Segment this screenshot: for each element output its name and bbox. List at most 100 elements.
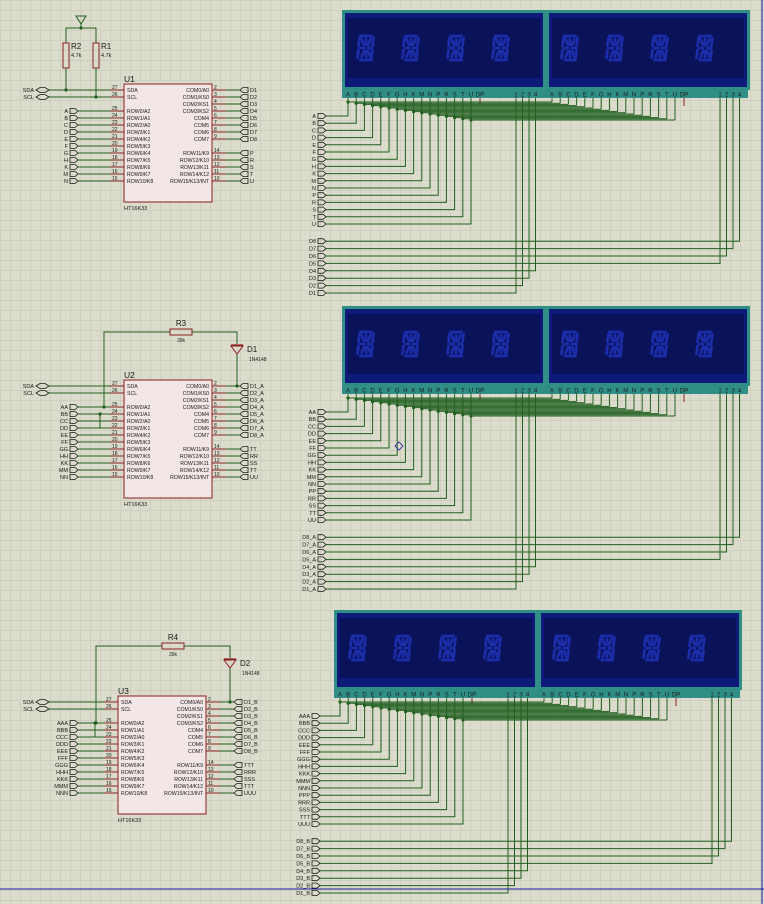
net-terminal[interactable]: SDA — [23, 87, 50, 95]
net-terminal[interactable]: E — [64, 136, 79, 144]
net-terminal[interactable]: D8_A — [239, 432, 264, 440]
net-terminal[interactable]: D5_B — [233, 727, 258, 735]
net-terminal[interactable]: EEE — [57, 748, 79, 756]
net-terminal[interactable]: AA — [61, 404, 79, 412]
net-terminal[interactable]: D5_A — [239, 411, 264, 419]
net-terminal[interactable]: EE — [61, 432, 79, 440]
net-terminal[interactable]: D1 — [239, 87, 257, 95]
net-terminal[interactable]: N — [312, 185, 327, 193]
net-terminal[interactable]: CC — [308, 423, 327, 431]
net-terminal[interactable]: PP — [309, 488, 327, 496]
net-terminal[interactable]: BBB — [299, 720, 321, 728]
net-terminal[interactable]: B — [64, 115, 79, 123]
net-terminal[interactable]: D1_A — [302, 586, 327, 594]
net-terminal[interactable]: RRR — [298, 799, 321, 807]
net-terminal[interactable]: SSS — [299, 806, 321, 814]
net-terminal[interactable]: PPP — [299, 792, 321, 800]
net-terminal[interactable]: SCL — [23, 390, 50, 398]
net-terminal[interactable]: CCC — [56, 734, 79, 742]
net-terminal[interactable]: KK — [309, 466, 327, 474]
net-terminal[interactable]: D2 — [309, 282, 327, 290]
net-terminal[interactable]: FFF — [58, 755, 79, 763]
net-terminal[interactable]: TTT — [233, 783, 255, 791]
net-terminal[interactable]: GGG — [55, 762, 79, 770]
net-terminal[interactable]: D5_B — [296, 860, 321, 868]
net-terminal[interactable]: MM — [59, 467, 79, 475]
net-terminal[interactable]: KKK — [57, 776, 79, 784]
net-terminal[interactable]: D5 — [239, 115, 257, 123]
net-terminal[interactable]: MM — [307, 473, 327, 481]
net-terminal[interactable]: D7 — [309, 245, 327, 253]
alphanumeric-display[interactable] — [538, 610, 742, 690]
net-terminal[interactable]: UUU — [298, 821, 321, 829]
net-terminal[interactable]: D3_B — [233, 713, 258, 721]
net-terminal[interactable]: C — [312, 127, 327, 134]
net-terminal[interactable]: D6_B — [296, 853, 321, 861]
net-terminal[interactable]: A — [64, 108, 79, 116]
resistor[interactable]: R14.7k — [92, 42, 112, 69]
net-terminal[interactable]: SDA — [23, 699, 50, 707]
net-terminal[interactable]: D2_B — [296, 882, 321, 890]
net-terminal[interactable]: D5 — [309, 260, 327, 268]
net-terminal[interactable]: D6_A — [302, 549, 327, 557]
net-terminal[interactable]: MMM — [54, 783, 79, 791]
net-terminal[interactable]: TT — [239, 467, 257, 475]
net-terminal[interactable]: G — [312, 156, 327, 164]
net-terminal[interactable]: HHH — [298, 763, 321, 771]
net-terminal[interactable]: G — [64, 150, 79, 158]
net-terminal[interactable]: UU — [308, 517, 327, 525]
net-terminal[interactable]: D4_A — [239, 404, 264, 412]
net-terminal[interactable]: SS — [239, 460, 258, 468]
net-terminal[interactable]: TT — [239, 446, 257, 454]
net-terminal[interactable]: UU — [239, 474, 258, 482]
net-terminal[interactable]: GG — [307, 452, 327, 460]
net-terminal[interactable]: D7_A — [302, 541, 327, 549]
alphanumeric-display[interactable] — [546, 10, 750, 90]
net-terminal[interactable]: BB — [309, 416, 327, 424]
net-terminal[interactable]: E — [312, 141, 327, 149]
net-terminal[interactable]: D7 — [239, 129, 257, 137]
net-terminal[interactable]: P — [312, 192, 327, 200]
net-terminal[interactable]: D8 — [309, 238, 327, 246]
net-terminal[interactable]: MMM — [296, 777, 321, 785]
net-terminal[interactable]: N — [64, 178, 79, 186]
net-terminal[interactable]: U — [239, 178, 254, 186]
net-terminal[interactable]: C — [64, 122, 79, 130]
net-terminal[interactable]: M — [311, 177, 327, 185]
net-terminal[interactable]: AA — [309, 409, 327, 417]
net-terminal[interactable]: D2_B — [233, 706, 258, 714]
net-terminal[interactable]: SDA — [23, 383, 50, 391]
net-terminal[interactable]: TT — [309, 509, 327, 517]
net-terminal[interactable]: D3_A — [239, 397, 264, 405]
net-terminal[interactable]: NNN — [298, 785, 321, 793]
net-terminal[interactable]: R — [239, 157, 254, 165]
net-terminal[interactable]: SS — [309, 502, 327, 510]
net-terminal[interactable]: F — [65, 143, 79, 151]
net-terminal[interactable]: A — [312, 113, 327, 121]
net-terminal[interactable]: TTT — [300, 813, 321, 821]
net-terminal[interactable]: EE — [309, 437, 327, 445]
net-terminal[interactable]: D6_B — [233, 734, 258, 742]
net-terminal[interactable]: AAA — [299, 713, 321, 721]
net-terminal[interactable]: P — [239, 150, 254, 158]
net-terminal[interactable]: T — [239, 171, 254, 179]
net-terminal[interactable]: SCL — [23, 706, 50, 714]
resistor[interactable]: R24.7k — [62, 42, 82, 69]
net-terminal[interactable]: K — [64, 164, 79, 172]
net-terminal[interactable]: GG — [59, 446, 79, 454]
net-terminal[interactable]: CCC — [298, 727, 321, 735]
net-terminal[interactable]: T — [313, 213, 327, 221]
net-terminal[interactable]: RR — [239, 453, 258, 461]
net-terminal[interactable]: S — [239, 164, 254, 172]
net-terminal[interactable]: D6 — [309, 253, 327, 261]
net-terminal[interactable]: U — [312, 221, 327, 229]
net-terminal[interactable]: KK — [61, 460, 79, 468]
net-terminal[interactable]: SCL — [23, 94, 50, 102]
net-terminal[interactable]: D3 — [309, 275, 327, 283]
net-terminal[interactable]: D4_B — [296, 867, 321, 875]
